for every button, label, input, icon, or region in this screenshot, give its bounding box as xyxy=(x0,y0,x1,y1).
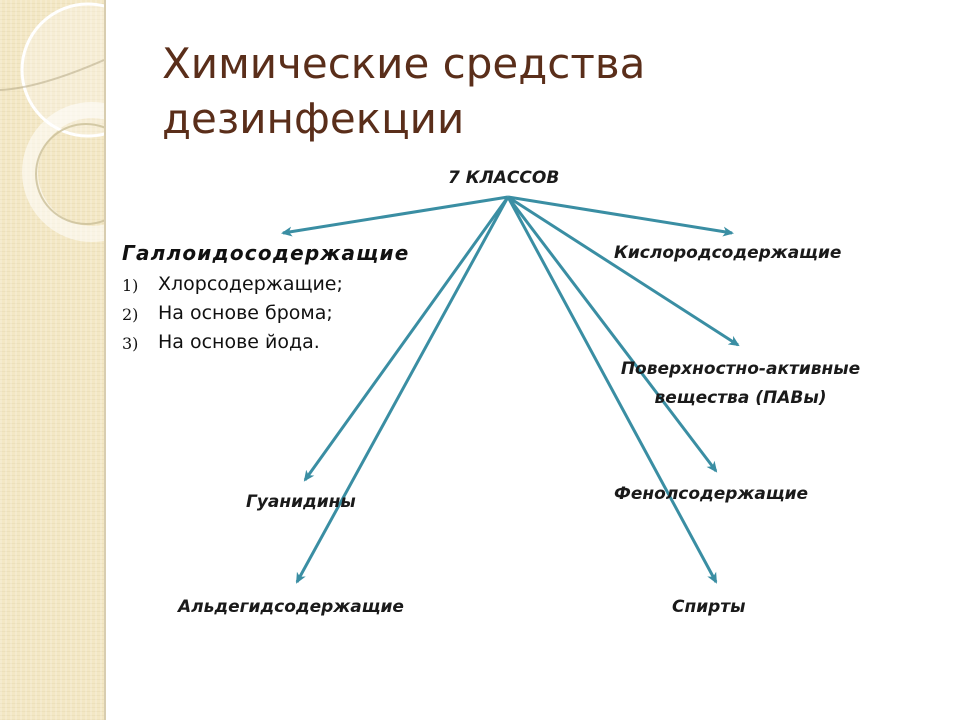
list-item: 3) На основе йода. xyxy=(122,328,432,357)
arrow-to-oxygen xyxy=(507,195,734,237)
slide-title: Химические средства дезинфекции xyxy=(162,36,922,146)
list-item-number: 1) xyxy=(122,276,139,295)
decorative-circles xyxy=(0,2,104,242)
arrow-to-guanidine xyxy=(303,196,510,482)
list-item-text: На основе йода. xyxy=(158,331,320,353)
arrow-to-aldehyde xyxy=(295,196,510,584)
halogen-subtypes-list: 1) Хлорсодержащие; 2) На основе брома; 3) Н… xyxy=(122,270,432,357)
list-item-number: 3) xyxy=(122,334,139,353)
list-item-number: 2) xyxy=(122,305,139,324)
list-item-text: Хлорсодержащие; xyxy=(158,273,343,295)
title-line-1: Химические средства xyxy=(162,39,646,88)
arrow-to-alcohols xyxy=(506,196,718,584)
arrow-to-phenol xyxy=(506,196,718,473)
list-item: 2) На основе брома; xyxy=(122,299,432,328)
halogen-class-title: Галлоидосодержащие xyxy=(122,241,410,265)
list-item-text: На основе брома; xyxy=(158,302,333,324)
alcohols-class-label: Спирты xyxy=(672,597,746,617)
list-item: 1) Хлорсодержащие; xyxy=(122,270,432,299)
phenol-class-label: Фенолсодержащие xyxy=(614,484,809,504)
center-node-label: 7 КЛАССОВ xyxy=(448,168,560,188)
surfactants-class-label: Поверхностно-активные вещества (ПАВы) xyxy=(620,359,861,408)
guanidine-class-label: Гуанидины xyxy=(246,492,356,512)
title-line-2: дезинфекции xyxy=(162,94,465,143)
oxygen-class-label: Кислородсодержащие xyxy=(614,243,842,263)
decorative-side-panel xyxy=(0,0,104,720)
arrow-to-halogen xyxy=(281,195,509,237)
arrow-to-surfactants xyxy=(507,195,740,347)
side-panel-edge xyxy=(104,0,106,720)
aldehyde-class-label: Альдегидсодержащие xyxy=(178,597,404,617)
halogen-class-block: Галлоидосодержащие 1) Хлорсодержащие; 2) Н… xyxy=(122,240,432,357)
